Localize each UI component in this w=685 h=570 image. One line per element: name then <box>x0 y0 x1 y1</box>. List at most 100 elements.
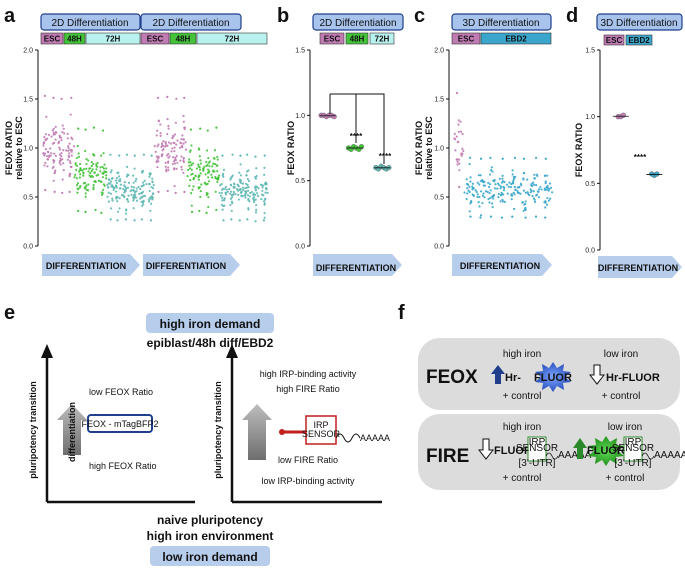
data-point <box>111 199 114 202</box>
data-point <box>507 185 510 188</box>
data-point <box>115 179 118 182</box>
data-point <box>492 194 495 198</box>
data-point <box>220 183 223 186</box>
a-seg-48h-2 <box>169 32 197 45</box>
data-point <box>67 156 71 159</box>
data-point <box>84 195 87 198</box>
y-tick-label: 1.0 <box>295 113 305 120</box>
data-point <box>239 154 242 157</box>
data-point <box>175 154 178 158</box>
data-point <box>533 200 537 204</box>
data-point <box>197 147 200 150</box>
e-low-demand: low iron demand <box>162 550 257 564</box>
e-polyA: AAAAA <box>360 433 390 443</box>
data-point <box>457 158 461 161</box>
data-point <box>53 190 56 194</box>
data-point <box>135 187 138 190</box>
data-point <box>535 184 538 187</box>
c-arrow <box>452 254 552 276</box>
data-point <box>126 198 129 201</box>
panel-letter-a: a <box>4 5 16 27</box>
data-point <box>463 191 466 194</box>
f-fire-sensor-1-a: IRP <box>529 437 546 448</box>
data-point <box>238 219 241 222</box>
data-point <box>75 156 78 160</box>
data-point <box>152 184 155 187</box>
data-point <box>157 143 160 146</box>
data-point <box>164 141 167 144</box>
data-point <box>199 172 202 175</box>
a-header-1-text: 2D Differentiation <box>51 18 128 29</box>
data-point <box>468 190 471 194</box>
data-point <box>510 182 513 186</box>
e-low-irp: low IRP-binding activity <box>261 476 355 486</box>
data-point <box>461 147 464 150</box>
data-point <box>214 190 217 193</box>
data-point <box>468 210 471 213</box>
data-point <box>543 174 547 177</box>
data-point <box>68 174 71 177</box>
data-point <box>221 196 224 199</box>
f-fire-up-arrow <box>573 438 587 459</box>
data-point <box>220 191 223 195</box>
data-point <box>141 190 145 193</box>
data-point <box>213 162 217 166</box>
e-high-feox-ratio: high FEOX Ratio <box>89 461 157 471</box>
data-point <box>42 144 45 147</box>
data-point <box>84 186 87 189</box>
data-point <box>654 171 660 177</box>
data-point <box>153 144 156 148</box>
data-point <box>207 196 210 199</box>
data-point <box>528 193 531 197</box>
data-point <box>118 207 121 210</box>
data-point <box>75 168 78 172</box>
data-point <box>539 185 542 189</box>
data-point <box>469 176 472 179</box>
data-point <box>207 161 211 164</box>
data-point <box>206 182 209 185</box>
data-point <box>235 188 239 191</box>
data-point <box>546 203 549 206</box>
data-point <box>132 181 135 184</box>
data-point <box>532 190 535 193</box>
data-point <box>115 186 119 189</box>
data-point <box>113 186 116 190</box>
data-point <box>90 161 93 164</box>
data-point <box>169 142 173 145</box>
data-point <box>58 148 62 151</box>
data-point <box>499 194 503 197</box>
data-point <box>112 188 115 191</box>
data-point <box>501 177 504 180</box>
data-point <box>106 183 109 187</box>
data-point <box>125 209 128 212</box>
data-point <box>472 193 475 197</box>
data-point <box>331 114 337 120</box>
data-point <box>117 179 121 182</box>
data-point <box>140 200 143 203</box>
data-point <box>207 176 210 179</box>
data-point <box>547 189 550 192</box>
data-point <box>116 210 120 213</box>
data-point <box>132 174 135 177</box>
data-point <box>246 194 250 197</box>
data-point <box>530 182 533 185</box>
data-point <box>456 163 459 166</box>
data-point <box>109 171 112 174</box>
data-point <box>76 164 79 168</box>
a-ylabel-1: FEOX RATIO <box>4 121 14 175</box>
data-point <box>489 196 492 199</box>
f-fire-polyA-2: AAAAA <box>654 450 685 461</box>
data-point <box>481 201 484 205</box>
data-point <box>114 190 118 193</box>
data-point <box>502 189 506 192</box>
data-point <box>221 188 224 191</box>
data-point <box>92 187 95 191</box>
data-point <box>531 194 534 198</box>
data-point <box>189 161 192 164</box>
data-point <box>222 219 225 222</box>
data-point <box>60 152 63 155</box>
data-point <box>42 142 45 145</box>
data-point <box>174 158 177 162</box>
data-point <box>137 185 140 189</box>
data-point <box>220 203 224 206</box>
